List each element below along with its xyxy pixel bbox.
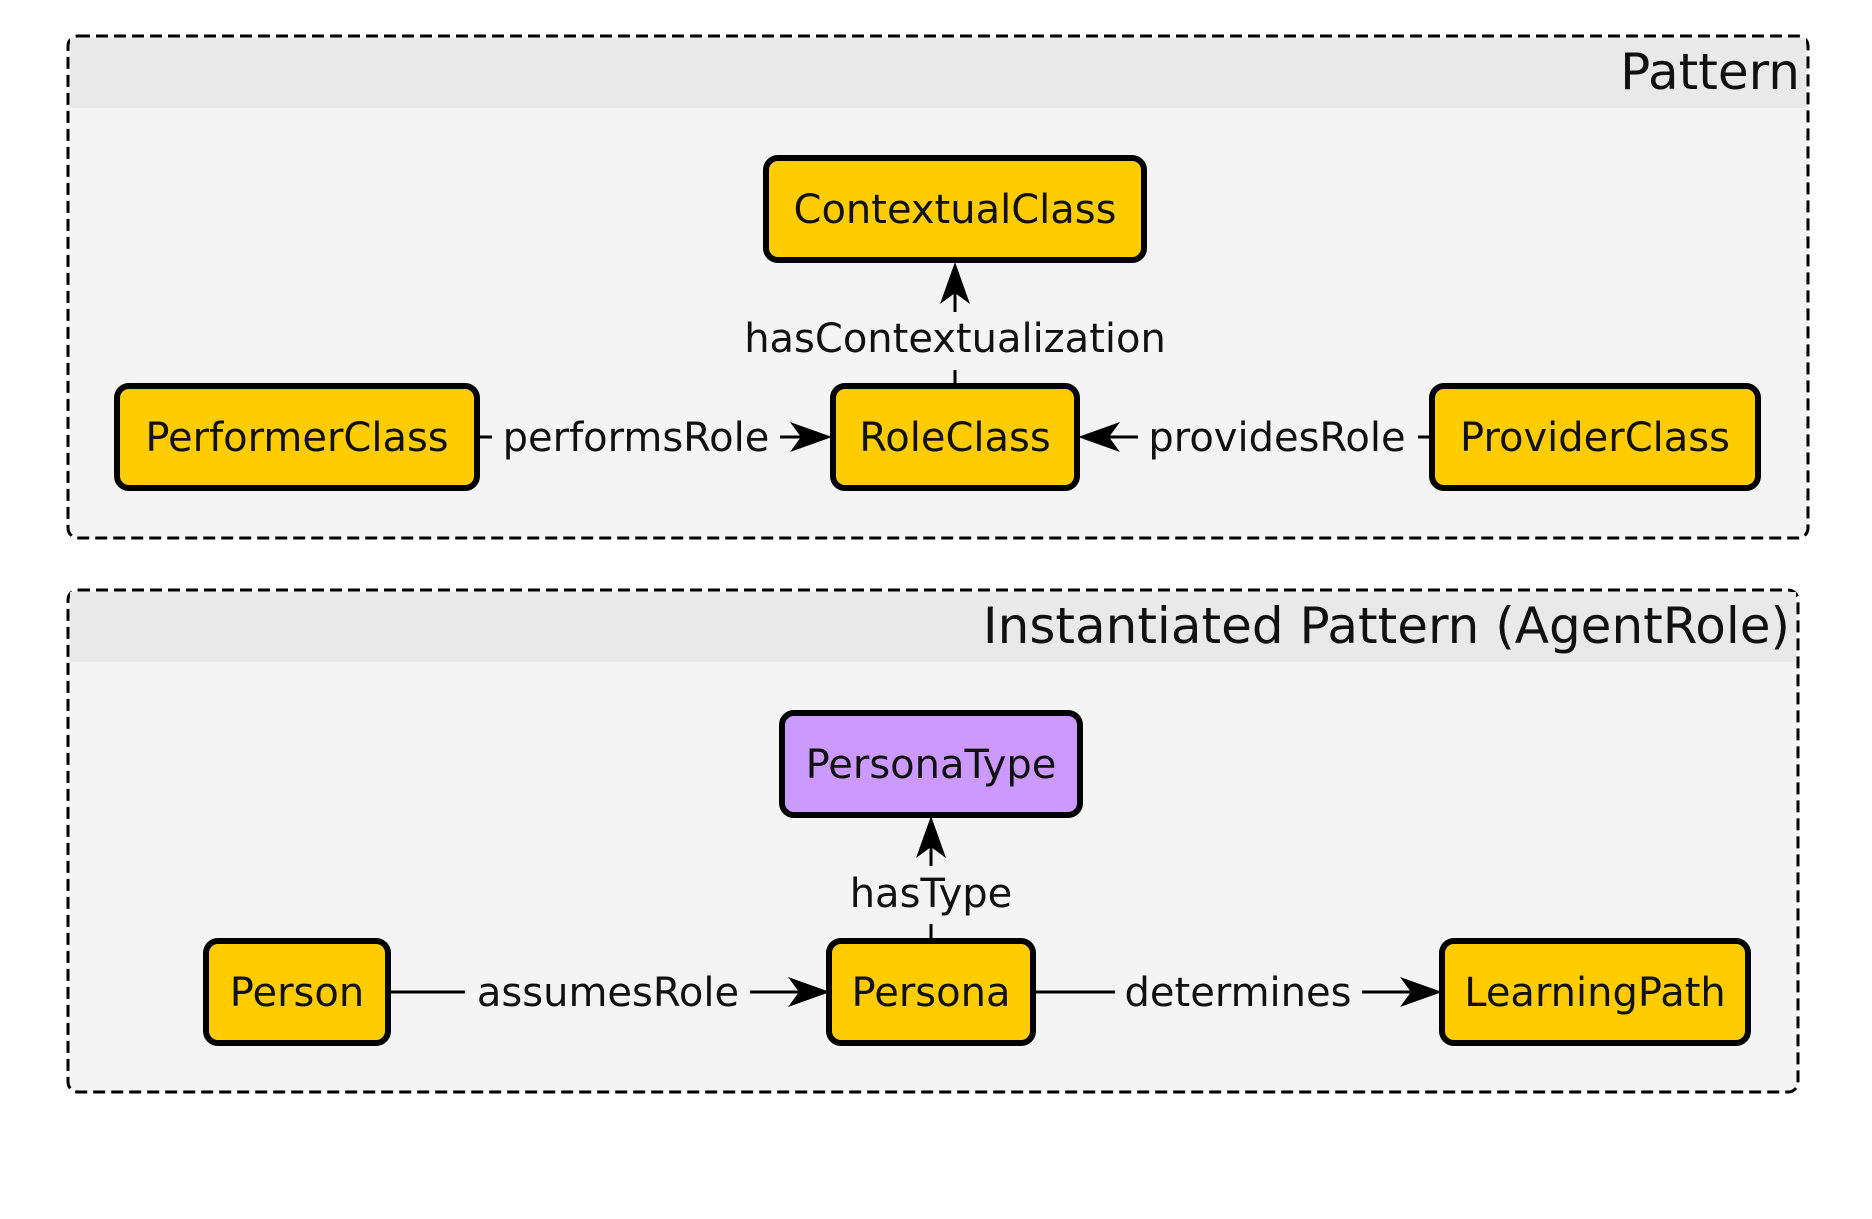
node-provider-class-label: ProviderClass: [1460, 415, 1730, 461]
group-pattern: Pattern: [66, 34, 1810, 540]
edge-determines-arrowhead: [1400, 977, 1442, 1007]
node-person-label: Person: [230, 970, 364, 1016]
node-role-class[interactable]: RoleClass: [830, 383, 1080, 491]
node-contextual-class-label: ContextualClass: [794, 187, 1117, 233]
node-persona-type-label: PersonaType: [806, 742, 1057, 788]
group-pattern-title: Pattern: [1620, 43, 1800, 101]
node-performer-class[interactable]: PerformerClass: [114, 383, 480, 491]
edge-has-contextualization-arrowhead: [940, 262, 970, 304]
node-persona[interactable]: Persona: [826, 938, 1036, 1046]
group-pattern-band: [70, 38, 1806, 108]
edge-provides-role: providesRole: [1078, 415, 1432, 461]
node-persona-type-box: [779, 710, 1083, 818]
group-instantiated-band: [70, 592, 1796, 662]
edge-performs-role-label: performsRole: [503, 415, 770, 461]
edge-performs-role: performsRole: [477, 415, 832, 461]
node-person-box: [203, 938, 391, 1046]
edge-has-contextualization-label: hasContextualization: [744, 316, 1166, 362]
edge-assumes-role: assumesRole: [388, 970, 830, 1016]
edge-has-type-label: hasType: [850, 871, 1013, 917]
node-persona-box: [826, 938, 1036, 1046]
edge-assumes-role-label: assumesRole: [477, 970, 739, 1016]
node-learning-path[interactable]: LearningPath: [1439, 938, 1751, 1046]
edge-has-type: hasType: [850, 816, 1013, 940]
group-instantiated-title: Instantiated Pattern (AgentRole): [983, 597, 1790, 655]
edge-assumes-role-arrowhead: [788, 977, 830, 1007]
edge-determines-label: determines: [1125, 970, 1352, 1016]
edge-performs-role-arrowhead: [790, 422, 832, 452]
node-performer-class-box: [114, 383, 480, 491]
edge-has-contextualization: hasContextualization: [744, 262, 1166, 386]
node-persona-type[interactable]: PersonaType: [779, 710, 1083, 818]
node-provider-class-box: [1429, 383, 1761, 491]
edge-determines: determines: [1033, 970, 1442, 1016]
edge-provides-role-label: providesRole: [1148, 415, 1405, 461]
node-role-class-label: RoleClass: [859, 415, 1050, 461]
group-pattern-frame: [66, 34, 1810, 540]
node-learning-path-label: LearningPath: [1464, 970, 1726, 1016]
node-contextual-class-box: [763, 155, 1147, 263]
node-role-class-box: [830, 383, 1080, 491]
edge-provides-role-arrowhead: [1078, 422, 1120, 452]
node-provider-class[interactable]: ProviderClass: [1429, 383, 1761, 491]
node-persona-label: Persona: [852, 970, 1011, 1016]
node-contextual-class[interactable]: ContextualClass: [763, 155, 1147, 263]
node-performer-class-label: PerformerClass: [145, 415, 448, 461]
node-learning-path-box: [1439, 938, 1751, 1046]
edge-has-type-arrowhead: [916, 816, 946, 858]
node-person[interactable]: Person: [203, 938, 391, 1046]
